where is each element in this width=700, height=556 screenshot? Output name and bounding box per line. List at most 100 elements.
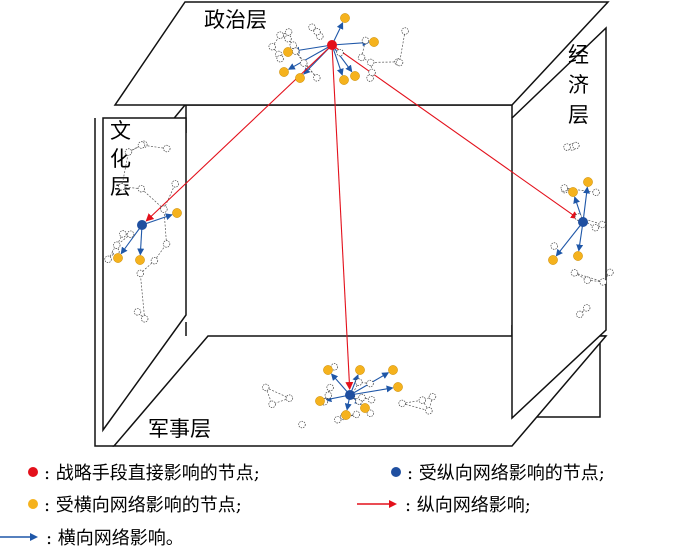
horizontal-influenced-node: [315, 396, 325, 406]
background-node: [171, 180, 179, 188]
background-node: [367, 58, 375, 67]
orange-dot-icon: [28, 499, 38, 509]
background-node: [133, 308, 142, 316]
legend-horizontal-influence: : 横向网络影响。: [0, 524, 184, 550]
cultural-plane: [102, 117, 187, 433]
network-link: [121, 151, 129, 187]
background-node: [162, 240, 171, 248]
background-node: [398, 399, 406, 408]
background-node: [418, 396, 426, 404]
horizontal-influence-arrow: [331, 44, 344, 76]
horizontal-influenced-node: [548, 255, 558, 265]
background-node: [313, 74, 321, 82]
political-layer-label: 政治层: [204, 8, 267, 32]
background-node: [136, 269, 144, 278]
horizontal-influence-arrow: [555, 221, 584, 257]
background-node: [606, 268, 614, 277]
svg-text:济: 济: [568, 73, 589, 97]
horizontal-influenced-node: [393, 382, 403, 392]
background-node: [572, 141, 580, 150]
background-node: [118, 183, 126, 191]
background-node: [119, 230, 127, 238]
background-node: [599, 278, 607, 286]
horizontal-influence-arrow: [349, 385, 394, 396]
background-node: [366, 74, 374, 82]
legend-label: : 纵向网络影响;: [405, 495, 531, 516]
background-node: [428, 393, 437, 401]
legend-horizontal-node: : 受横向网络影响的节点;: [28, 491, 242, 517]
network-link: [107, 245, 118, 260]
legend-label: : 受横向网络影响的节点;: [44, 495, 242, 516]
background-node: [368, 68, 376, 77]
political-plane: [113, 1, 610, 106]
background-node: [126, 230, 135, 238]
background-node: [113, 241, 121, 249]
background-node: [137, 185, 146, 193]
svg-text:经: 经: [568, 43, 589, 67]
background-node: [104, 255, 112, 263]
background-node: [163, 144, 171, 153]
horizontal-influence-arrow: [331, 39, 370, 47]
horizontal-influenced-node: [279, 67, 289, 77]
legend-vertical-influence: : 纵向网络影响;: [355, 491, 531, 517]
red-dot-icon: [28, 467, 38, 477]
military-layer-label: 军事层: [148, 417, 211, 441]
economic-plane: [511, 26, 607, 420]
background-node: [361, 36, 370, 45]
legend-vertical-node: : 受纵向网络影响的节点;: [391, 459, 605, 485]
network-link: [141, 188, 165, 210]
horizontal-influenced-node: [355, 365, 365, 375]
background-node: [367, 396, 376, 404]
background-node: [160, 205, 168, 213]
horizontal-influenced-node: [283, 47, 293, 57]
horizontal-influenced-node: [172, 208, 182, 218]
background-node: [583, 304, 591, 312]
horizontal-influenced-node: [135, 255, 145, 265]
background-node: [268, 43, 276, 51]
background-node: [550, 242, 558, 250]
background-node: [598, 220, 606, 229]
background-node: [313, 28, 321, 36]
background-node: [276, 31, 284, 39]
red-arrow-icon: [355, 494, 399, 515]
background-node: [300, 59, 308, 67]
background-node: [336, 48, 344, 57]
background-node: [352, 410, 361, 419]
vertical-influenced-node: [578, 217, 588, 227]
blue-arrow-icon: [0, 527, 40, 548]
vertical-influenced-node: [345, 390, 355, 400]
background-node: [583, 276, 592, 284]
legend-strategy-node: : 战略手段直接影响的节点;: [28, 459, 260, 485]
horizontal-influence-arrow: [287, 44, 333, 70]
background-node: [355, 378, 363, 386]
horizontal-influenced-node: [340, 13, 350, 23]
network-link: [370, 61, 399, 63]
network-link: [139, 273, 146, 319]
network-link: [163, 183, 176, 210]
background-node: [560, 184, 568, 192]
background-node: [334, 416, 342, 424]
vertical-influenced-node: [137, 220, 147, 230]
background-node: [576, 310, 584, 319]
background-node: [563, 143, 571, 151]
background-node: [326, 383, 334, 392]
horizontal-influenced-node: [323, 365, 333, 375]
legend-label: : 战略手段直接影响的节点;: [44, 463, 260, 484]
horizontal-influenced-node: [339, 75, 349, 85]
blue-dot-icon: [391, 467, 401, 477]
network-link: [295, 50, 318, 79]
network-link: [163, 209, 167, 244]
horizontal-influence-arrow: [582, 186, 591, 223]
background-node: [358, 393, 366, 402]
economic-layer-label: 经 济 层: [568, 43, 589, 127]
horizontal-influenced-node: [350, 71, 360, 81]
horizontal-influenced-node: [360, 403, 370, 413]
background-node: [289, 41, 297, 49]
background-node: [395, 58, 404, 67]
svg-text:文: 文: [110, 119, 131, 143]
legend-label: : 受纵向网络影响的节点;: [407, 463, 605, 484]
background-node: [141, 315, 149, 323]
background-node: [298, 420, 306, 429]
horizontal-influenced-node: [583, 177, 593, 187]
